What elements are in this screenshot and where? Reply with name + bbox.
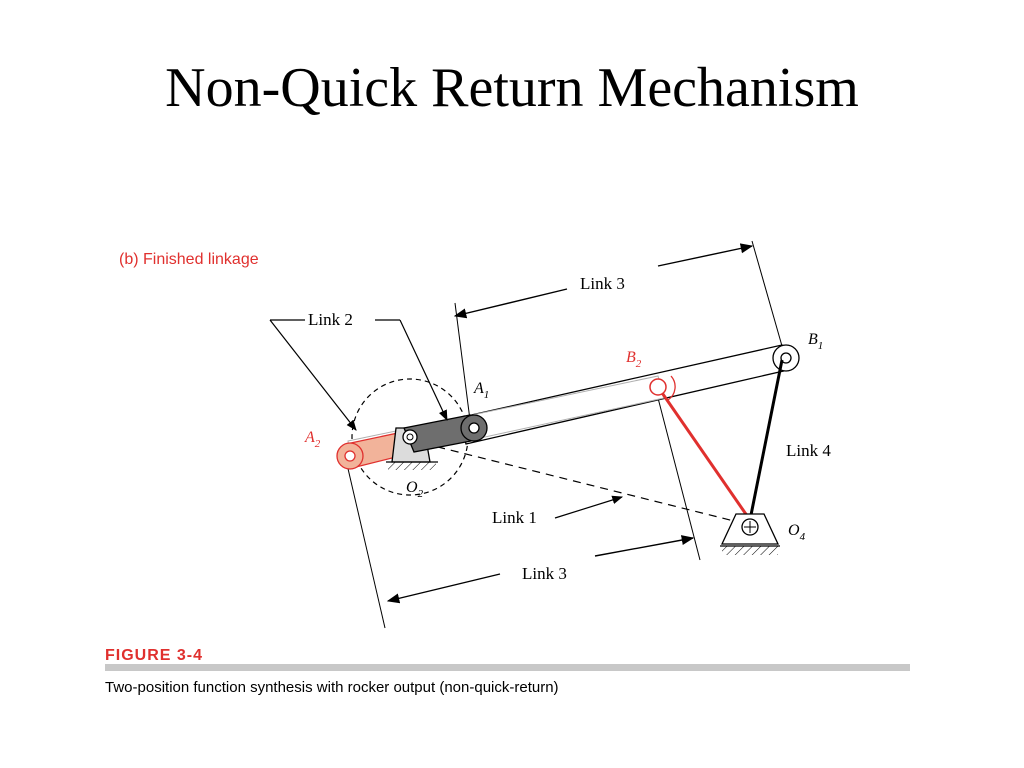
pin-a1	[468, 422, 480, 434]
link1-leader	[554, 495, 624, 519]
label-link2: Link 2	[308, 310, 353, 329]
label-a1: A1	[473, 380, 489, 401]
pin-a2	[344, 450, 356, 462]
pin-b1	[780, 352, 792, 364]
caption-rule	[105, 664, 910, 671]
label-o4: O4	[788, 522, 806, 543]
label-link1: Link 1	[492, 508, 537, 527]
extension-lines	[345, 240, 783, 629]
label-link3-top: Link 3	[580, 274, 625, 293]
ground-pivot-o4	[720, 513, 780, 555]
label-b2: B2	[626, 349, 642, 370]
ground-link-line	[409, 439, 751, 526]
rocker-link-position1	[748, 359, 784, 521]
coupler-link-position1	[457, 344, 789, 445]
pin-b2	[649, 378, 667, 396]
panel-label: (b) Finished linkage	[119, 251, 259, 268]
dimension-link3-top	[453, 243, 754, 319]
rocker-link-position2	[656, 386, 752, 521]
label-a2: A2	[304, 429, 321, 450]
figure-caption: Two-position function synthesis with roc…	[105, 679, 559, 696]
pin-o2-center	[406, 433, 414, 441]
figure-number: FIGURE 3-4	[105, 647, 203, 664]
link2-leaders	[269, 319, 448, 431]
label-link4: Link 4	[786, 441, 831, 460]
label-link3-bottom: Link 3	[522, 564, 567, 583]
dimension-link3-bottom	[386, 535, 695, 604]
label-b1: B1	[808, 331, 823, 352]
pin-b2-arc	[667, 375, 676, 401]
slide-title: Non-Quick Return Mechanism	[165, 57, 859, 119]
label-o2: O2	[406, 479, 424, 500]
